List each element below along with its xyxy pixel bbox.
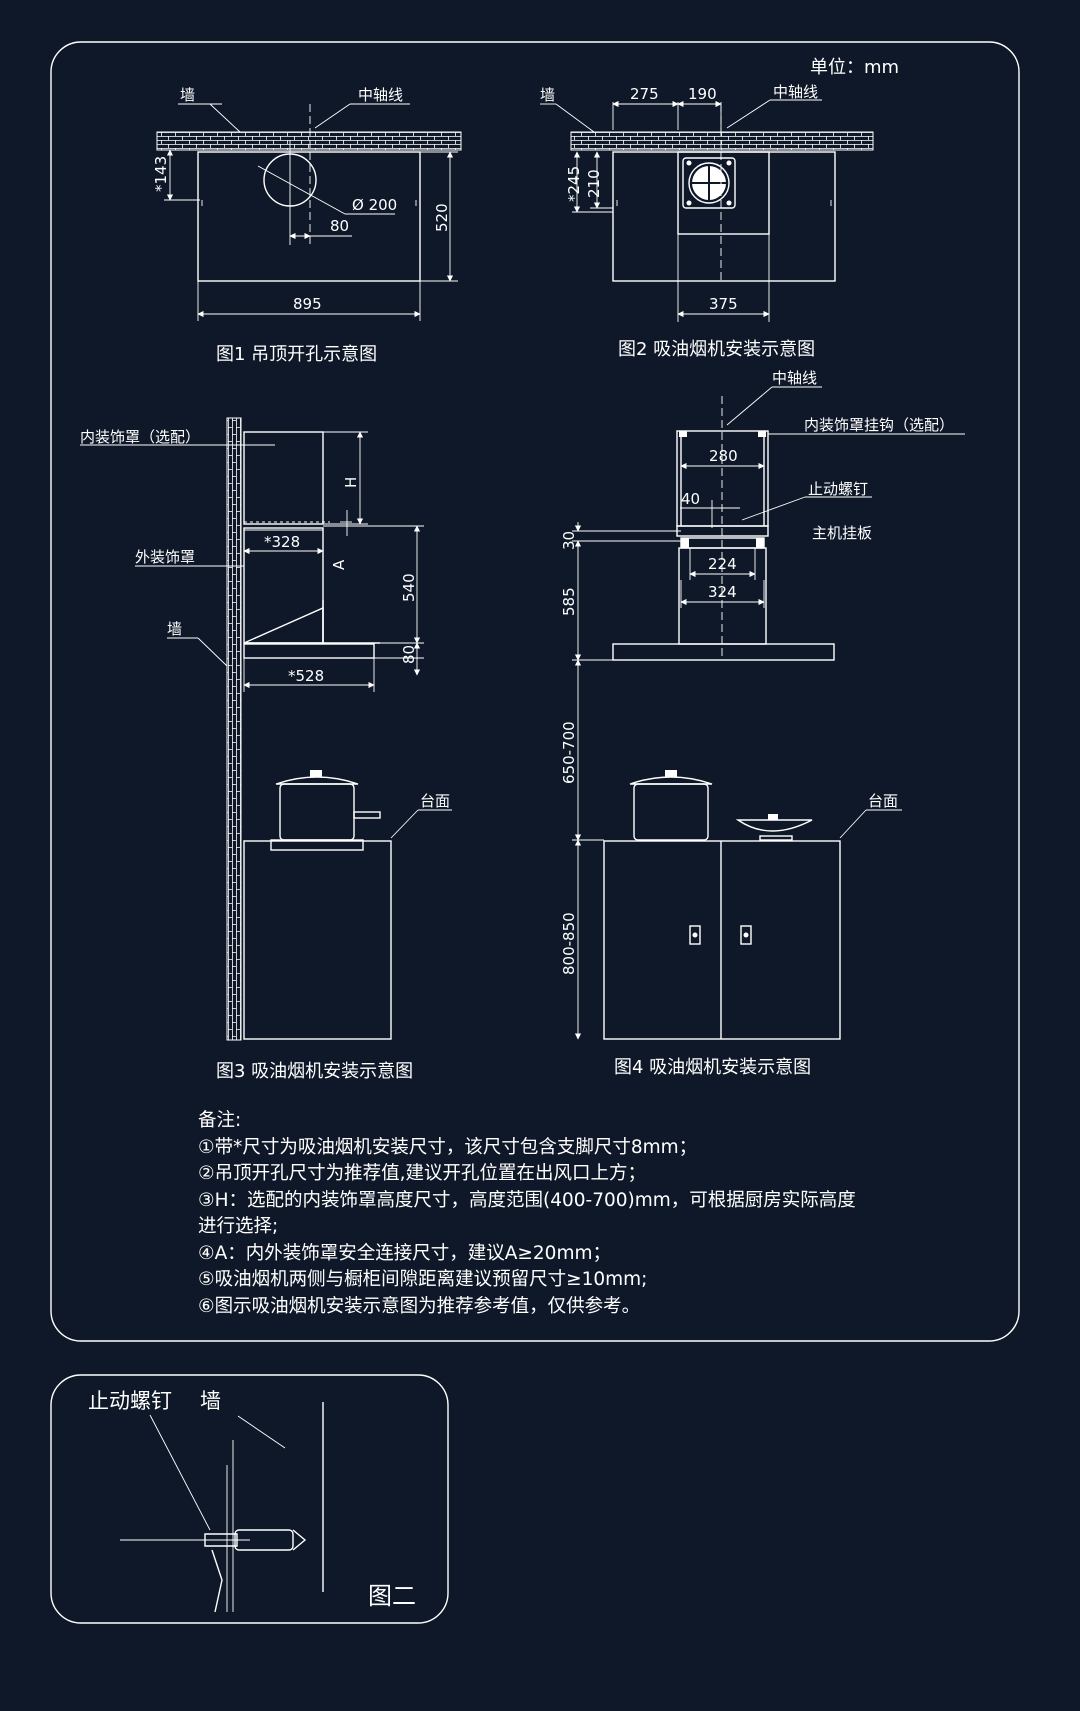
dim-528: *528 [288, 667, 324, 685]
dim-210: 210 [585, 169, 603, 198]
dim-800-850: 800-850 [560, 912, 578, 975]
inset-stop-screw-detail: 止动螺钉 墙 图二 [50, 1374, 449, 1624]
door-lock-right [740, 925, 752, 945]
inner-cover-label: 内装饰罩（选配） [80, 428, 200, 446]
center-axis-label: 中轴线 [358, 86, 403, 104]
notes-section: 备注: ①带*尺寸为吸油烟机安装尺寸，该尺寸包含支脚尺寸8mm； ②吊顶开孔尺寸… [198, 1108, 856, 1320]
hook-label: 内装饰罩挂钩（选配） [804, 416, 954, 434]
figure-3-caption: 图3 吸油烟机安装示意图 [216, 1061, 413, 1082]
note-item: ②吊顶开孔尺寸为推荐值,建议开孔位置在出风口上方； [198, 1163, 646, 1184]
inset-screw-shaft [234, 1529, 294, 1551]
dim-224: 224 [708, 555, 737, 573]
dim-520: 520 [433, 203, 451, 232]
wok [735, 814, 813, 841]
stop-screw-label: 止动螺钉 [808, 480, 868, 498]
motor-flange [682, 157, 736, 209]
unit-label: 单位：mm [810, 57, 899, 78]
dim-40: 40 [681, 490, 700, 508]
wall-label: 墙 [180, 86, 195, 104]
inset-panel-border [50, 1374, 449, 1624]
cabinet-side [243, 840, 392, 1040]
notes-title: 备注: [198, 1110, 242, 1131]
center-axis-label-2: 中轴线 [773, 83, 818, 101]
wall-label-2: 墙 [540, 86, 555, 104]
dim-245: *245 [565, 166, 583, 202]
dim-diameter-200: Ø 200 [352, 196, 397, 214]
note-item: ④A：内外装饰罩安全连接尺寸，建议A≥20mm； [198, 1242, 611, 1264]
figure-1-ceiling-hole: 墙 中轴线 *143 Ø 200 80 520 895 图1 吊顶开孔示意图 [152, 86, 462, 365]
dim-650-700: 650-700 [560, 721, 578, 784]
cabinet-front [603, 840, 841, 1040]
door-lock-left [689, 925, 701, 945]
inset-wall-label: 墙 [200, 1389, 221, 1413]
cooking-pot-front [629, 770, 713, 841]
note-item: ⑥图示吸油烟机安装示意图为推荐参考值，仅供参考。 [198, 1295, 641, 1317]
figure-2-hood-top: 墙 中轴线 275 190 *245 210 375 图2 吸油烟机安装示意图 [540, 83, 874, 360]
inset-stop-screw-label: 止动螺钉 [88, 1389, 172, 1413]
inset-caption: 图二 [368, 1582, 416, 1610]
note-item: ①带*尺寸为吸油烟机安装尺寸，该尺寸包含支脚尺寸8mm； [198, 1136, 698, 1158]
dim-143: *143 [152, 156, 170, 192]
figure-1-caption: 图1 吊顶开孔示意图 [216, 344, 377, 365]
figure-2-caption: 图2 吸油烟机安装示意图 [618, 339, 815, 360]
wall-label-3: 墙 [167, 620, 182, 638]
dim-540: 540 [400, 573, 418, 602]
countertop-label: 台面 [420, 792, 450, 810]
ceiling-brick [156, 131, 462, 151]
cooking-pot-side [270, 770, 381, 851]
dim-280: 280 [709, 447, 738, 465]
ceiling-brick-2 [570, 131, 874, 151]
hood-base [243, 643, 375, 659]
outer-cover-label: 外装饰罩 [135, 548, 195, 566]
dim-190: 190 [688, 85, 717, 103]
inner-cover [243, 431, 324, 525]
dim-A: A [330, 559, 348, 570]
dim-324: 324 [708, 583, 737, 601]
dim-H: H [342, 477, 360, 488]
dim-375: 375 [709, 295, 738, 313]
dim-30: 30 [560, 531, 578, 550]
note-item: ③H：选配的内装饰罩高度尺寸，高度范围(400-700)mm，可根据厨房实际高度 [198, 1189, 856, 1211]
main-panel-border [50, 41, 1020, 1342]
dim-275: 275 [630, 85, 659, 103]
dim-328: *328 [264, 533, 300, 551]
wall-brick-vertical [226, 417, 242, 1041]
note-item: 进行选择; [198, 1216, 279, 1237]
dim-585: 585 [560, 587, 578, 616]
note-item: ⑤吸油烟机两侧与橱柜间隙距离建议预留尺寸≥10mm; [198, 1269, 648, 1290]
dim-895: 895 [293, 295, 322, 313]
figure-3-side-view: 内装饰罩（选配） 外装饰罩 墙 *328 H A 540 80 *528 [80, 417, 452, 1082]
dim-80-side: 80 [400, 645, 418, 664]
countertop-label-2: 台面 [868, 792, 898, 810]
figure-4-front-view: 中轴线 内装饰罩挂钩（选配） 止动螺钉 主机挂板 280 40 224 324 [560, 369, 965, 1078]
dim-80: 80 [330, 217, 349, 235]
hood-base-front [612, 643, 835, 661]
center-axis-label-4: 中轴线 [772, 369, 817, 387]
figure-4-caption: 图4 吸油烟机安装示意图 [614, 1057, 811, 1078]
mount-plate-label: 主机挂板 [812, 524, 872, 542]
hood-outline [197, 151, 421, 282]
